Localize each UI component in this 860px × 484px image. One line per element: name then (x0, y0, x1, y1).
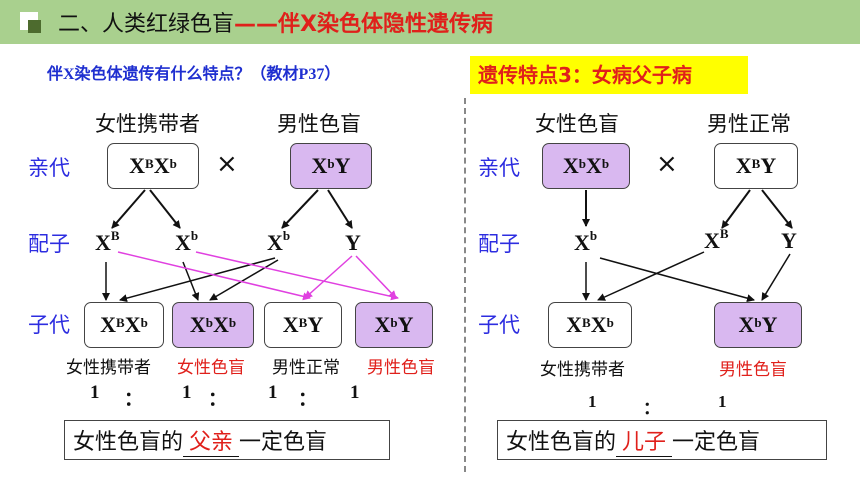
right-arrow-father-g3 (761, 189, 793, 229)
header-square-dark-icon (28, 20, 41, 33)
header-bar (0, 0, 860, 44)
left-conclusion: 女性色盲的父亲一定色盲 (64, 420, 390, 460)
left-arrow-g2-o4 (195, 251, 399, 301)
left-gamete-3: Xb (267, 228, 291, 255)
right-phenotype-2: 男性色盲 (719, 360, 787, 380)
right-gen-offspring: 子代 (478, 313, 520, 337)
left-arrow-g4-o4 (355, 255, 397, 299)
left-gamete-1: XB (95, 228, 120, 255)
page-title: 二、人类红绿色盲——伴X染色体隐性遗传病 (58, 12, 493, 37)
right-gamete-1: Xb (574, 228, 598, 255)
left-arrow-father-g3 (281, 189, 319, 229)
right-gen-gamete: 配子 (478, 232, 520, 256)
left-gen-parent: 亲代 (28, 156, 70, 180)
left-gen-gamete: 配子 (28, 232, 70, 256)
left-ratio-1: 1 (90, 382, 100, 403)
right-gen-parent: 亲代 (478, 156, 520, 180)
right-arrow-father-g2 (721, 189, 751, 229)
left-phenotype-4: 男性色盲 (367, 358, 435, 378)
left-conclusion-answer: 父亲 (183, 424, 240, 457)
left-phenotype-1: 女性携带者 (66, 358, 151, 378)
left-gamete-4: Y (345, 230, 361, 255)
left-arrow-father-g4 (327, 189, 353, 229)
right-arrow-g3-o2 (761, 253, 791, 301)
right-arrow-g1-o2 (599, 257, 755, 303)
dashed-divider (464, 98, 466, 472)
right-father-label: 男性正常 (707, 112, 791, 136)
right-conclusion: 女性色盲的儿子一定色盲 (497, 420, 827, 460)
left-ratio-sep-2: ： (208, 389, 228, 410)
left-ratio-sep-1: ： (124, 389, 144, 410)
right-arrow-g2-o1 (597, 251, 705, 301)
right-conclusion-answer: 儿子 (616, 424, 673, 457)
left-gamete-2: Xb (175, 228, 199, 255)
right-cross-symbol: × (656, 149, 678, 179)
right-ratio-1: 1 (588, 392, 597, 411)
left-father-label: 男性色盲 (277, 112, 361, 136)
left-arrow-mother-g1 (111, 189, 146, 229)
left-mother-label: 女性携带者 (95, 112, 200, 136)
question-text: 伴X染色体遗传有什么特点？（教材P37） (47, 66, 341, 83)
feature-highlight: 遗传特点3：女病父子病 (470, 56, 748, 94)
left-phenotype-2: 女性色盲 (177, 358, 245, 378)
left-cross-symbol: × (216, 149, 238, 179)
left-arrow-g3-o1 (119, 257, 276, 303)
left-gen-offspring: 子代 (28, 313, 70, 337)
left-arrow-g3-o2 (209, 259, 279, 301)
left-ratio-2: 1 (182, 382, 192, 403)
left-phenotype-3: 男性正常 (272, 358, 340, 378)
right-mother-label: 女性色盲 (535, 112, 619, 136)
left-arrow-mother-g2 (149, 189, 181, 229)
left-arrow-g4-o3 (304, 255, 353, 299)
left-arrow-g1-o3 (117, 251, 311, 301)
left-ratio-4: 1 (350, 382, 360, 403)
left-ratio-3: 1 (268, 382, 278, 403)
right-gamete-3: Y (781, 228, 797, 253)
right-phenotype-1: 女性携带者 (540, 360, 625, 380)
right-gamete-2: XB (704, 226, 729, 253)
left-ratio-sep-3: ： (298, 389, 318, 410)
right-ratio-2: 1 (718, 392, 727, 411)
right-ratio-sep: ： (643, 399, 660, 418)
